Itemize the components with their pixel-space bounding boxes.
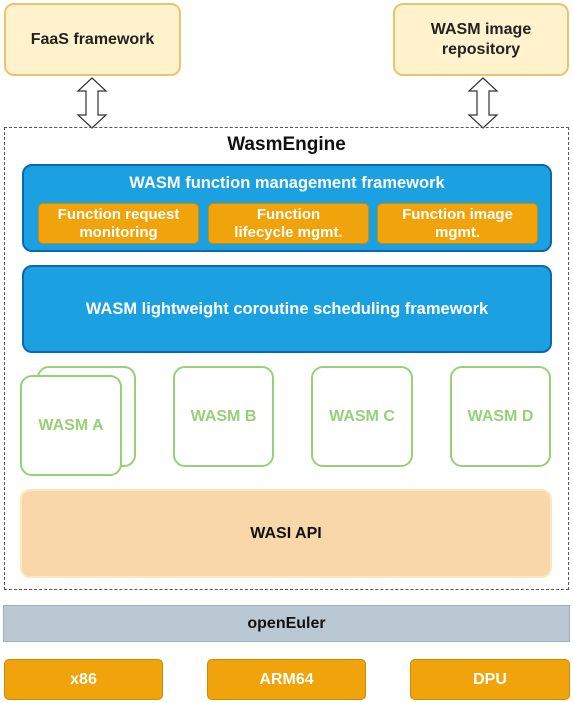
wasm-d-box: WASM D bbox=[450, 366, 551, 467]
openeuler-label: openEuler bbox=[247, 614, 326, 632]
function-image-mgmt-box: Function image mgmt. bbox=[377, 203, 538, 244]
function-management-title-text: WASM function management framework bbox=[129, 173, 445, 192]
function-lifecycle-mgmt-box: Function lifecycle mgmt. bbox=[208, 203, 369, 244]
wasm-engine-frame bbox=[4, 127, 569, 590]
request-monitoring-line1: Function request bbox=[57, 205, 180, 223]
faas-framework-label: FaaS framework bbox=[30, 30, 155, 48]
wasm-engine-title: WasmEngine bbox=[4, 132, 569, 158]
faas-framework-box: FaaS framework bbox=[4, 3, 181, 76]
lifecycle-mgmt-line2: lifecycle mgmt. bbox=[234, 223, 343, 241]
repository-label-line1: WASM image bbox=[430, 20, 532, 38]
arm64-label: ARM64 bbox=[259, 670, 314, 688]
openeuler-bar: openEuler bbox=[3, 605, 570, 642]
repository-double-arrow bbox=[467, 77, 499, 129]
wasi-api-box: WASI API bbox=[20, 489, 552, 578]
function-management-title: WASM function management framework bbox=[24, 172, 550, 194]
wasi-api-label: WASI API bbox=[250, 524, 322, 542]
arm64-box: ARM64 bbox=[207, 659, 366, 700]
coroutine-scheduling-framework: WASM lightweight coroutine scheduling fr… bbox=[22, 265, 552, 353]
function-request-monitoring-box: Function request monitoring bbox=[38, 203, 199, 244]
x86-box: x86 bbox=[4, 659, 163, 700]
wasm-a-box: WASM A bbox=[20, 375, 122, 476]
coroutine-scheduling-label: WASM lightweight coroutine scheduling fr… bbox=[85, 299, 489, 318]
wasm-b-label: WASM B bbox=[190, 407, 257, 425]
image-mgmt-line1: Function image bbox=[402, 205, 513, 223]
repository-label-line2: repository bbox=[441, 40, 521, 58]
wasm-d-label: WASM D bbox=[467, 407, 534, 425]
wasm-b-box: WASM B bbox=[173, 366, 274, 467]
x86-label: x86 bbox=[70, 670, 97, 688]
dpu-box: DPU bbox=[410, 659, 570, 700]
function-management-framework: WASM function management framework Funct… bbox=[22, 164, 552, 252]
lifecycle-mgmt-line1: Function bbox=[256, 205, 321, 223]
wasm-c-box: WASM C bbox=[311, 366, 413, 467]
request-monitoring-line2: monitoring bbox=[79, 223, 158, 241]
faas-double-arrow bbox=[76, 77, 108, 129]
wasm-engine-title-text: WasmEngine bbox=[227, 134, 346, 155]
wasm-image-repository-box: WASM image repository bbox=[393, 3, 569, 76]
dpu-label: DPU bbox=[473, 670, 507, 688]
image-mgmt-line2: mgmt. bbox=[435, 223, 480, 241]
wasm-a-label: WASM A bbox=[38, 416, 104, 434]
wasm-c-label: WASM C bbox=[329, 407, 395, 425]
